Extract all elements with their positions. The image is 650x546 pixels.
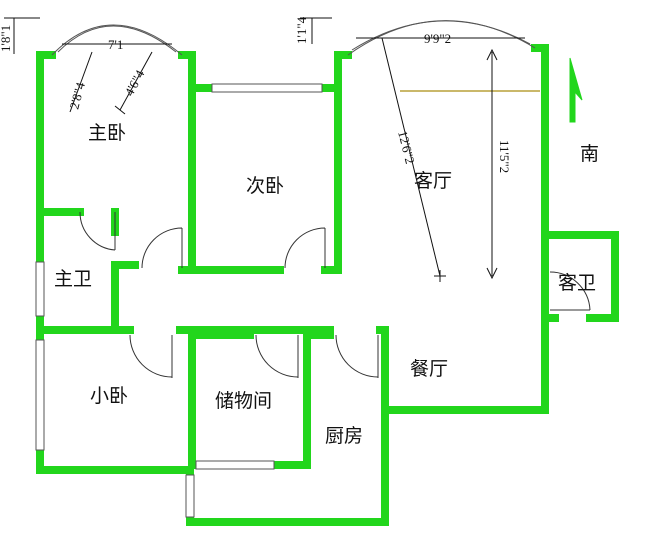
dimension-lines	[4, 17, 525, 282]
dim-line-bay-diag-a	[69, 51, 93, 113]
room-storage: 储物间	[215, 390, 272, 412]
bay-window-master-inner	[57, 25, 177, 53]
walls	[36, 44, 619, 526]
window-small-bedroom	[35, 339, 45, 451]
dim-bay-width-left: 7'1	[108, 37, 123, 52]
wall-second-bedroom-east	[321, 84, 342, 274]
dimension-labels: 1'8"1 7'1 2'8"4 4'6"4 1'1"4 9'9"2 12'6"2…	[0, 16, 512, 173]
door-kitchen	[335, 334, 379, 378]
window-bottom-wing	[185, 474, 195, 518]
dim-bay-diag-a: 2'8"4	[66, 80, 88, 111]
room-small-bedroom: 小卧	[90, 385, 128, 407]
room-dining: 餐厅	[410, 358, 448, 380]
windows	[35, 83, 323, 518]
room-labels: 主卧 次卧 客厅 主卫 客卫 小卧 储物间 餐厅 厨房	[54, 122, 596, 447]
bay-window-master	[51, 24, 183, 56]
dim-arrow-top	[486, 48, 498, 61]
wall-living-east	[541, 44, 619, 322]
compass-label: 南	[580, 143, 599, 165]
north-arrow-icon	[569, 57, 583, 123]
doors	[79, 90, 591, 378]
window-storage	[195, 460, 275, 470]
dim-cross-a	[114, 105, 126, 115]
wall-storage-east	[271, 326, 311, 469]
dim-bay-depth-right: 1'1"4	[294, 16, 309, 44]
door-second-bedroom	[284, 227, 326, 269]
room-kitchen: 厨房	[325, 425, 363, 447]
window-master-bath	[35, 261, 45, 317]
dim-arrow-bottom	[486, 267, 498, 280]
dim-living-height: 11'5"2	[497, 140, 512, 173]
room-guest-bath: 客卫	[558, 272, 596, 294]
room-master-bedroom: 主卧	[88, 122, 126, 144]
dim-bay-diag-b: 4'6"4	[121, 67, 147, 98]
window-second-bedroom	[211, 83, 323, 93]
door-guest-bath	[549, 271, 591, 311]
wall-second-bedroom-top-right	[318, 51, 352, 92]
door-storage	[255, 334, 299, 378]
door-small-bedroom	[129, 334, 173, 378]
door-master-bath	[79, 211, 116, 251]
room-master-bath: 主卫	[54, 268, 92, 290]
room-living: 客厅	[414, 170, 452, 192]
wall-corridor-top-right	[376, 316, 549, 414]
dim-line-bay-diag-b	[119, 51, 153, 111]
dim-line-living-diag	[381, 37, 441, 277]
dim-bay-width-right: 9'9"2	[424, 31, 451, 46]
wall-west	[36, 208, 194, 474]
compass: 南	[569, 57, 599, 165]
dim-bay-depth-left: 1'8"1	[0, 25, 13, 52]
wall-master-bath-east-lower	[111, 261, 134, 334]
door-master-bedroom	[141, 227, 183, 269]
room-second-bedroom: 次卧	[246, 175, 284, 197]
dim-living-diag: 12'6"2	[395, 129, 418, 165]
